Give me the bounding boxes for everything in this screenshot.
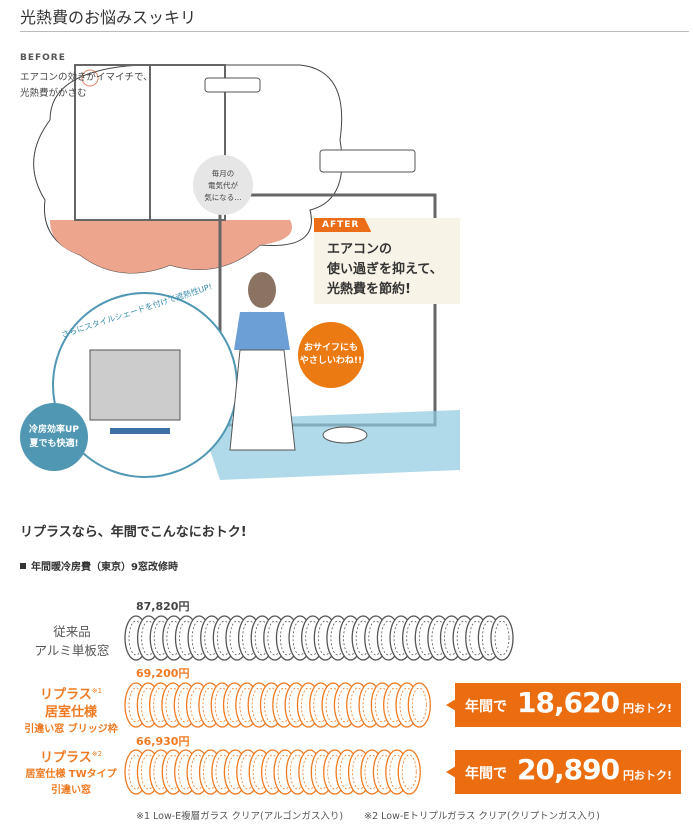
footnotes: ※1 Low-E複層ガラス クリア(アルゴンガス入り) ※2 Low-Eトリプル… bbox=[136, 808, 618, 822]
coin-stack-replus-1 bbox=[124, 682, 431, 728]
shade-window bbox=[89, 349, 181, 421]
yoga-mat bbox=[110, 428, 170, 434]
price-replus-1: 69,200円 bbox=[136, 667, 190, 680]
saving-callout-2: 年間で 20,890 円おトク! bbox=[446, 750, 681, 794]
coin-stack-conventional bbox=[124, 615, 514, 661]
sun-icon bbox=[81, 69, 99, 87]
dog bbox=[322, 426, 368, 444]
coin-rim bbox=[411, 687, 427, 723]
section-subheading: 年間暖冷房費（東京）9窓改修時 bbox=[20, 558, 178, 573]
saving-callout-1: 年間で 18,620 円おトク! bbox=[446, 683, 681, 727]
price-conventional: 87,820円 bbox=[136, 600, 190, 613]
title-divider bbox=[20, 31, 689, 32]
after-text: エアコンの 使い過ぎを抑えて、 光熱費を節約! bbox=[327, 242, 443, 297]
coin-stack-replus-2 bbox=[124, 749, 421, 795]
coin bbox=[397, 749, 421, 795]
before-after-illustration bbox=[33, 64, 460, 480]
cooling-bubble: 冷房効率UP 夏でも快適! bbox=[20, 403, 88, 471]
row-label-conventional: 従来品 アルミ単板窓 bbox=[34, 624, 110, 658]
coin-rim bbox=[401, 754, 417, 790]
coin-rim bbox=[494, 620, 510, 656]
after-label: AFTER bbox=[314, 218, 372, 232]
before-aircon bbox=[204, 77, 261, 93]
after-aircon bbox=[319, 149, 416, 173]
worry-bubble: 毎月の 電気代が 気になる… bbox=[193, 155, 253, 215]
woman-skirt bbox=[229, 349, 296, 451]
before-text: エアコンの効きがイマイチで、 光熱費がかさむ bbox=[20, 72, 153, 99]
before-floor bbox=[50, 220, 292, 273]
before-label: BEFORE bbox=[20, 53, 66, 63]
page-title: 光熱費のお悩みスッキリ bbox=[20, 8, 197, 27]
footnote-2: ※2 Low-Eトリプルガラス クリア(クリプトンガス入り) bbox=[364, 811, 600, 822]
square-bullet-icon bbox=[20, 563, 26, 569]
price-replus-2: 66,930円 bbox=[136, 735, 190, 748]
row-label-replus-1: リプラス※1 居室仕様 引違い窓 ブリッジ枠 bbox=[24, 687, 118, 736]
woman-top bbox=[234, 312, 290, 350]
coin bbox=[407, 682, 431, 728]
woman-head bbox=[248, 272, 276, 308]
after-box: AFTER エアコンの 使い過ぎを抑えて、 光熱費を節約! bbox=[314, 218, 460, 304]
section-heading: リプラスなら、年間でこんなにおトク! bbox=[20, 525, 247, 540]
coin bbox=[490, 615, 514, 661]
row-label-replus-2: リプラス※2 居室仕様 TWタイプ 引違い窓 bbox=[25, 750, 117, 797]
wallet-bubble: おサイフにも やさしいわね!! bbox=[298, 322, 364, 388]
footnote-1: ※1 Low-E複層ガラス クリア(アルゴンガス入り) bbox=[136, 811, 344, 822]
